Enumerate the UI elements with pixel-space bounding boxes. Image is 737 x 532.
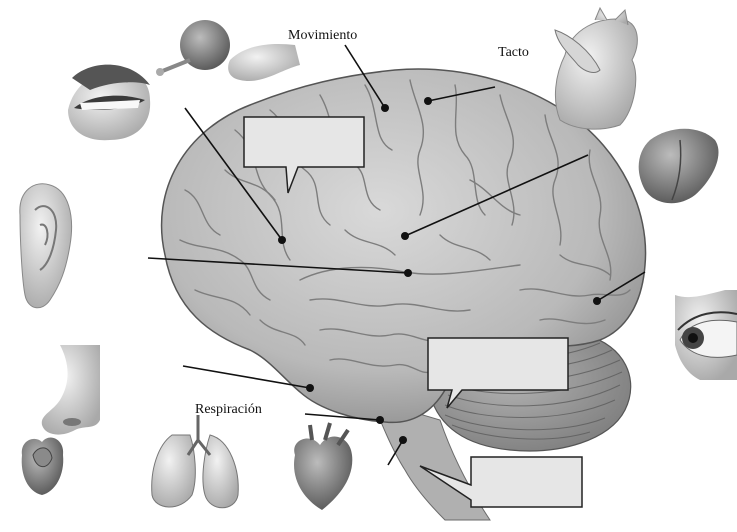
tongue-icon <box>639 129 719 203</box>
label-movimiento: Movimiento <box>288 29 357 43</box>
brain-icon <box>162 69 646 520</box>
hand-with-tool-icon <box>156 20 300 81</box>
label-respiracion: Respiración <box>195 403 262 417</box>
nose-icon <box>42 345 100 435</box>
hand-petting-cat-icon <box>555 8 637 129</box>
ear-icon <box>20 184 72 308</box>
label-tacto: Tacto <box>498 46 529 60</box>
eye-icon <box>675 290 737 380</box>
mouth-icon <box>68 65 150 141</box>
heart-icon <box>294 423 352 510</box>
rose-icon <box>22 438 64 495</box>
lungs-icon <box>152 415 239 508</box>
